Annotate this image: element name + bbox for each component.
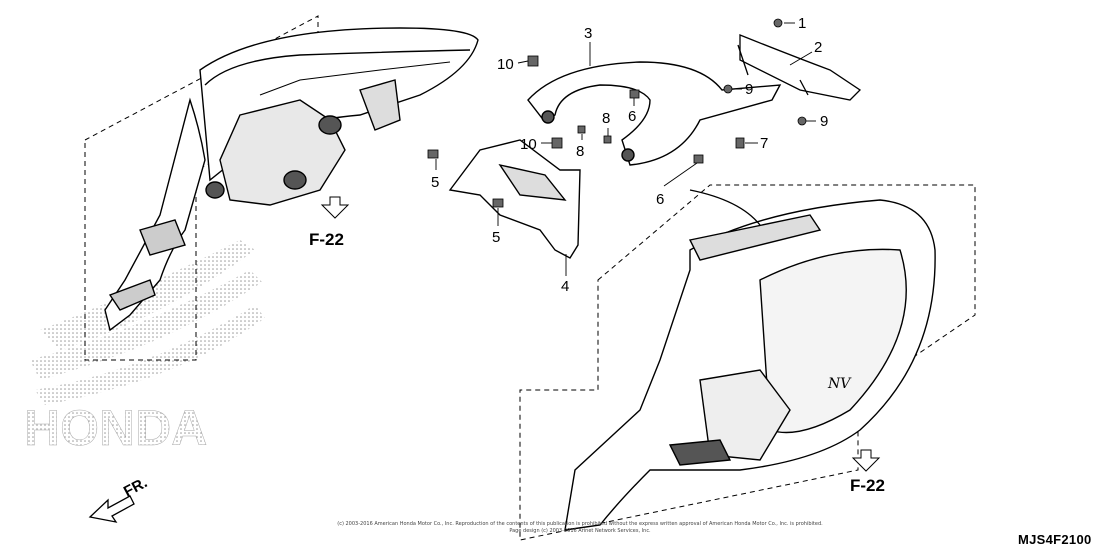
grab-rail-part-3	[527, 61, 782, 166]
down-arrow-icon	[320, 196, 350, 219]
honda-logo-text: HONDA	[24, 400, 207, 456]
callout-9a: 9	[745, 81, 753, 98]
front-arrow-icon	[88, 495, 135, 523]
fasteners	[427, 18, 807, 208]
callout-5b: 5	[492, 229, 500, 246]
callout-6b: 6	[656, 191, 664, 208]
part-8-nut-b	[603, 135, 612, 144]
center-cover-part-4	[448, 139, 581, 259]
copyright-notice: (c) 2003-2016 American Honda Motor Co., …	[300, 521, 860, 535]
callout-2: 2	[814, 39, 822, 56]
seat-frame-assembly	[104, 27, 479, 332]
callout-6a: 6	[628, 108, 636, 125]
callout-10a: 10	[497, 56, 514, 73]
ref-right-label: F-22	[850, 476, 885, 495]
part-5-screw-a	[427, 149, 439, 159]
part-callouts: 1 2 3 4 5 5 6 6 7 8 8 9 9 10 10	[431, 15, 828, 295]
copyright-line-2: Page design (c) 2003-2016 Arinet Network…	[509, 528, 651, 534]
model-badge: NV	[827, 376, 852, 392]
part-6-clip-b	[693, 154, 704, 164]
callout-9b: 9	[820, 113, 828, 130]
rear-plate-part-2	[737, 34, 862, 101]
diagram-code: MJS4F2100	[1018, 532, 1092, 547]
ref-left: F-22	[309, 196, 350, 249]
callout-4: 4	[561, 278, 569, 295]
down-arrow-icon	[851, 449, 881, 472]
fr-label: FR.	[121, 474, 150, 500]
callout-7: 7	[760, 135, 768, 152]
body-cover-assembly: NV	[564, 189, 936, 531]
ref-left-label: F-22	[309, 230, 344, 249]
copyright-line-1: (c) 2003-2016 American Honda Motor Co., …	[337, 521, 823, 527]
callout-3: 3	[584, 25, 592, 42]
front-direction-indicator: FR.	[88, 474, 150, 523]
part-10-clip-b	[551, 137, 563, 149]
part-6-clip-a	[629, 89, 640, 99]
part-5-screw-b	[492, 198, 504, 208]
part-7-clip	[735, 137, 745, 149]
callout-8b: 8	[602, 110, 610, 127]
part-1-screw	[773, 18, 783, 28]
part-10-clip-a	[527, 55, 539, 67]
callout-5a: 5	[431, 174, 439, 191]
part-9-screw-b	[797, 116, 807, 126]
callout-1: 1	[798, 15, 806, 32]
leader-lines	[435, 22, 816, 276]
callout-10b: 10	[520, 136, 537, 153]
part-9-screw-a	[723, 84, 733, 94]
ref-right: F-22	[850, 449, 885, 495]
callout-8a: 8	[576, 143, 584, 160]
part-8-nut-a	[577, 125, 586, 134]
right-assembly-boundary	[519, 184, 976, 541]
